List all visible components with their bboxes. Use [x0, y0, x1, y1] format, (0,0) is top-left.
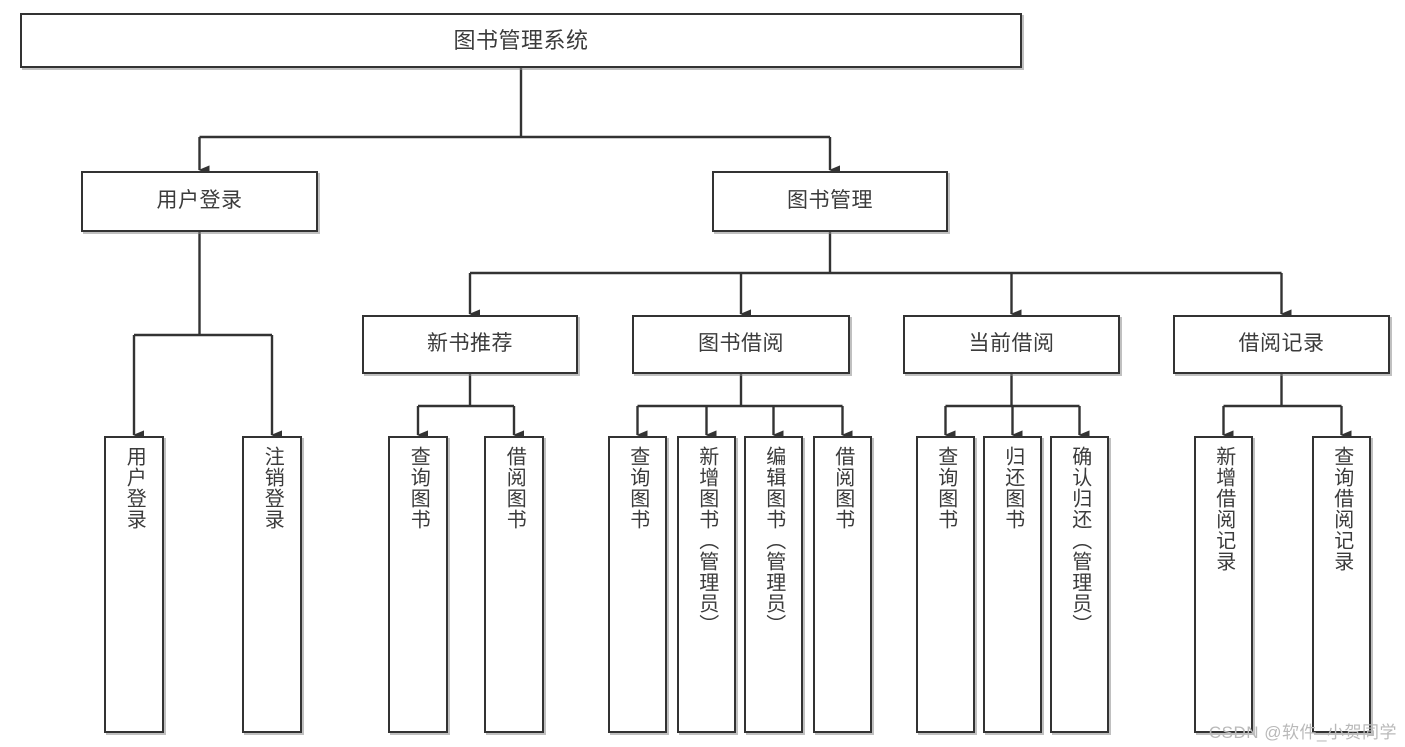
node-label: 查询借阅记录: [1330, 446, 1353, 572]
node-label: 图书借阅: [698, 332, 784, 356]
node-label: 新增借阅记录: [1212, 446, 1235, 572]
node-book-borrow[interactable]: 图书借阅: [632, 315, 850, 374]
node-leaf-br-query[interactable]: 查询借阅记录: [1312, 436, 1371, 733]
node-label: 新增图书（管理员）: [695, 446, 718, 635]
node-label: 归还图书: [1001, 446, 1024, 530]
node-label: 用户登录: [156, 189, 243, 213]
node-book-mgmt[interactable]: 图书管理: [712, 171, 948, 232]
node-leaf-bb-add[interactable]: 新增图书（管理员）: [677, 436, 736, 733]
node-new-book-rec[interactable]: 新书推荐: [362, 315, 578, 374]
node-leaf-cb-query[interactable]: 查询图书: [916, 436, 975, 733]
node-leaf-cb-confirm[interactable]: 确认归还（管理员）: [1050, 436, 1109, 733]
node-leaf-bb-edit[interactable]: 编辑图书（管理员）: [744, 436, 803, 733]
node-leaf-rec-query[interactable]: 查询图书: [388, 436, 448, 733]
watermark-label: CSDN @软件_小贺同学: [1208, 723, 1397, 742]
node-label: 借阅图书: [503, 446, 526, 530]
node-leaf-bb-query[interactable]: 查询图书: [608, 436, 667, 733]
node-label: 借阅图书: [831, 446, 854, 530]
node-leaf-rec-borrow[interactable]: 借阅图书: [484, 436, 544, 733]
node-current-borrow[interactable]: 当前借阅: [903, 315, 1120, 374]
node-leaf-br-add[interactable]: 新增借阅记录: [1194, 436, 1253, 733]
node-leaf-bb-borrow[interactable]: 借阅图书: [813, 436, 872, 733]
node-root[interactable]: 图书管理系统: [20, 13, 1022, 68]
node-label: 查询图书: [626, 446, 649, 530]
node-label: 图书管理系统: [453, 27, 589, 53]
node-borrow-record[interactable]: 借阅记录: [1173, 315, 1390, 374]
node-label: 注销登录: [261, 446, 284, 530]
node-label: 确认归还（管理员）: [1068, 446, 1091, 635]
node-leaf-user-login[interactable]: 用户登录: [104, 436, 164, 733]
node-user-login[interactable]: 用户登录: [81, 171, 318, 232]
node-leaf-cb-return[interactable]: 归还图书: [983, 436, 1042, 733]
node-label: 当前借阅: [968, 332, 1055, 356]
node-label: 查询图书: [407, 446, 430, 530]
node-label: 借阅记录: [1238, 332, 1325, 356]
node-label: 新书推荐: [427, 332, 513, 356]
node-label: 查询图书: [934, 446, 957, 530]
node-leaf-user-logout[interactable]: 注销登录: [242, 436, 302, 733]
node-label: 编辑图书（管理员）: [762, 446, 785, 635]
node-label: 图书管理: [787, 189, 873, 213]
node-label: 用户登录: [123, 446, 146, 530]
